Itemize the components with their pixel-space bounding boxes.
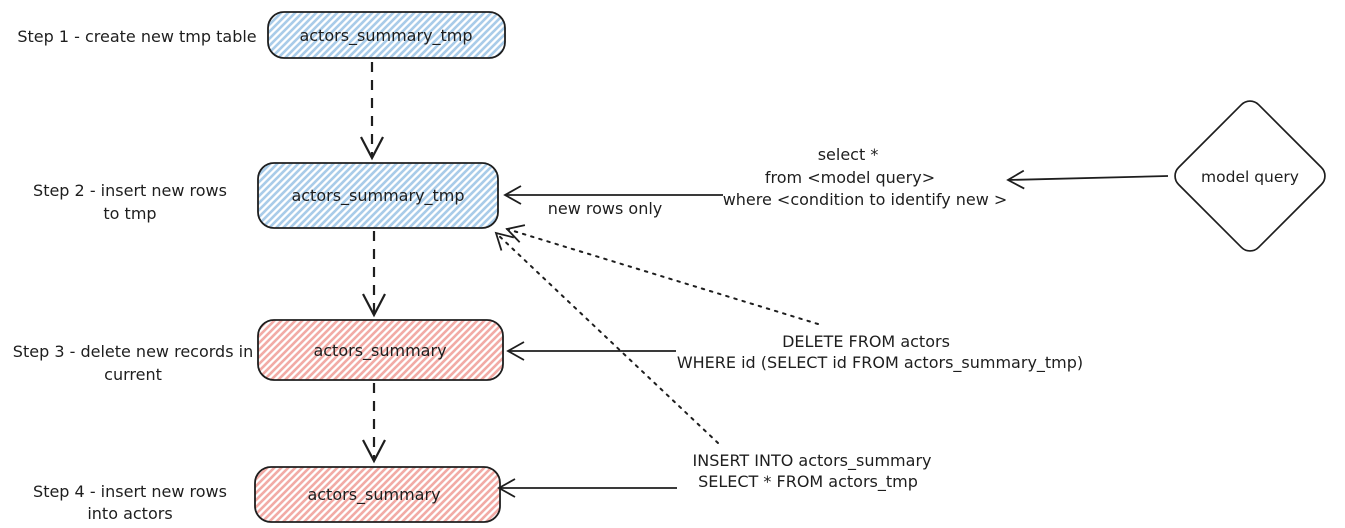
insert-query-line-2: SELECT * FROM actors_tmp [698, 472, 918, 492]
step-2-label-line-2: to tmp [103, 204, 156, 223]
step-3-label-line-1: Step 3 - delete new records in [13, 342, 253, 361]
model-query-node [1174, 100, 1326, 252]
step-1-label: Step 1 - create new tmp table [17, 27, 256, 46]
select-query-line-1: select * [818, 145, 879, 164]
select-query-line-3: where <condition to identify new > [723, 190, 1008, 209]
step-4-label-line-2: into actors [87, 504, 172, 523]
step-1-tmp-table-box-label: actors_summary_tmp [299, 26, 472, 46]
step-1-tmp-table-box [267, 11, 506, 59]
select-query-line-2: from <model query> [765, 168, 935, 187]
step-3-summary-table-box-label: actors_summary [313, 341, 446, 361]
new-rows-only-label: new rows only [548, 199, 663, 218]
delete-query-line-1: DELETE FROM actors [782, 332, 950, 351]
insert-query-line-1: INSERT INTO actors_summary [693, 451, 932, 471]
insert-ref-dotted-arrow [494, 231, 719, 444]
delete-query-line-2: WHERE id (SELECT id FROM actors_summary_… [677, 353, 1083, 373]
delete-ref-dotted-arrow [505, 224, 819, 325]
model-query-node-label: model query [1201, 168, 1299, 186]
step-2-tmp-table-box-label: actors_summary_tmp [291, 186, 464, 206]
step-4-summary-table-box-label: actors_summary [307, 485, 440, 505]
step-2-label-line-1: Step 2 - insert new rows [33, 181, 227, 200]
step-3-label-line-2: current [104, 365, 162, 384]
step-3-summary-table-box [257, 319, 504, 381]
model-query-arrow [1006, 169, 1169, 190]
step-2-tmp-table-box [257, 162, 499, 229]
step-4-label-line-1: Step 4 - insert new rows [33, 482, 227, 501]
